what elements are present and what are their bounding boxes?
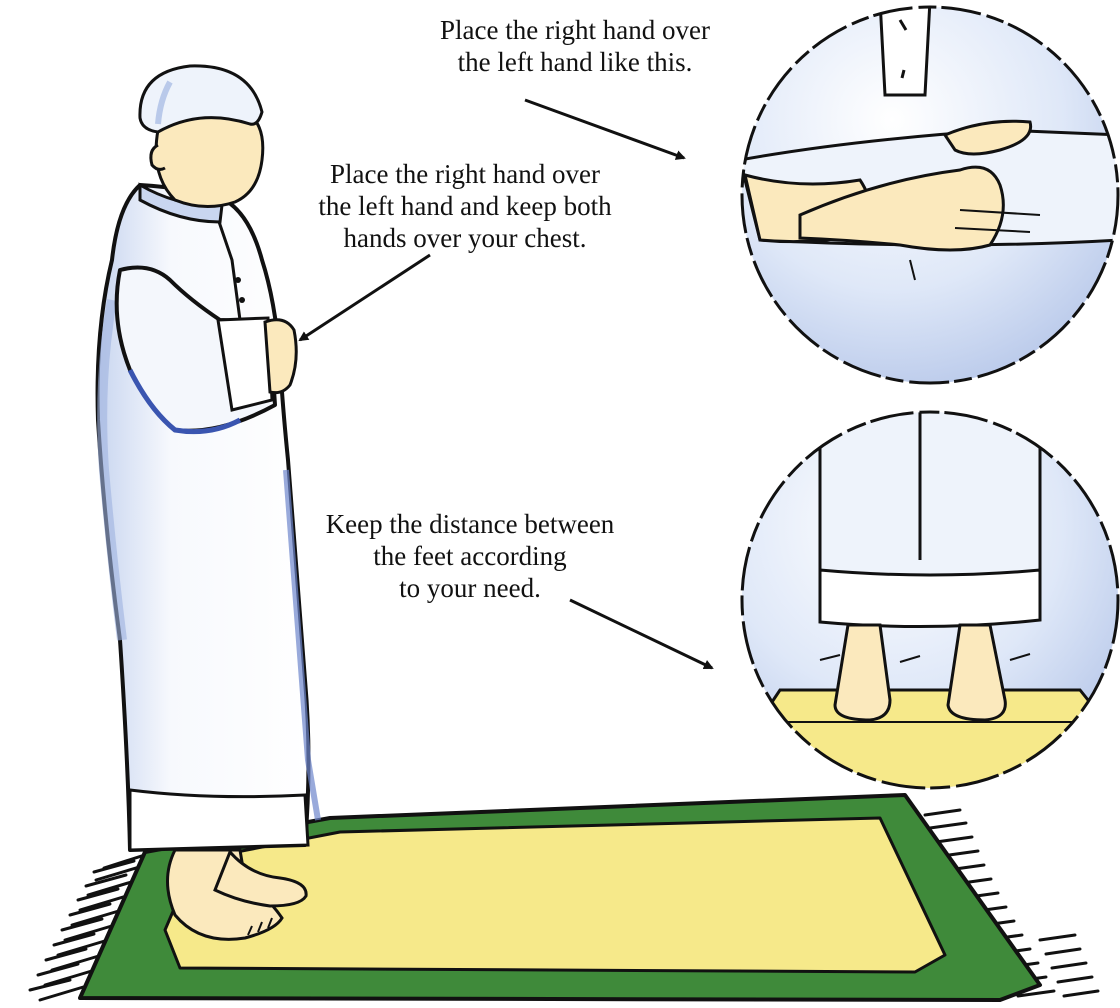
caption-hands-chest: Place the right hand over the left hand … bbox=[300, 158, 630, 254]
arrow-to-chest-hands bbox=[300, 255, 430, 340]
standing-figure bbox=[98, 66, 318, 939]
caption-line: the left hand and keep both bbox=[300, 190, 630, 222]
feet-closeup-circle bbox=[742, 400, 1120, 800]
caption-hands-detail: Place the right hand over the left hand … bbox=[410, 14, 740, 78]
caption-line: hands over your chest. bbox=[300, 222, 630, 254]
caption-line: to your need. bbox=[300, 572, 640, 604]
caption-line: Place the right hand over bbox=[410, 14, 740, 46]
caption-feet: Keep the distance between the feet accor… bbox=[300, 508, 640, 604]
hands-closeup-circle bbox=[740, 0, 1120, 383]
caption-line: Keep the distance between bbox=[300, 508, 640, 540]
caption-line: the left hand like this. bbox=[410, 46, 740, 78]
caption-line: the feet according bbox=[300, 540, 640, 572]
arrow-to-feet-closeup bbox=[570, 600, 712, 668]
caption-line: Place the right hand over bbox=[300, 158, 630, 190]
arrow-to-hands-closeup bbox=[525, 100, 684, 158]
